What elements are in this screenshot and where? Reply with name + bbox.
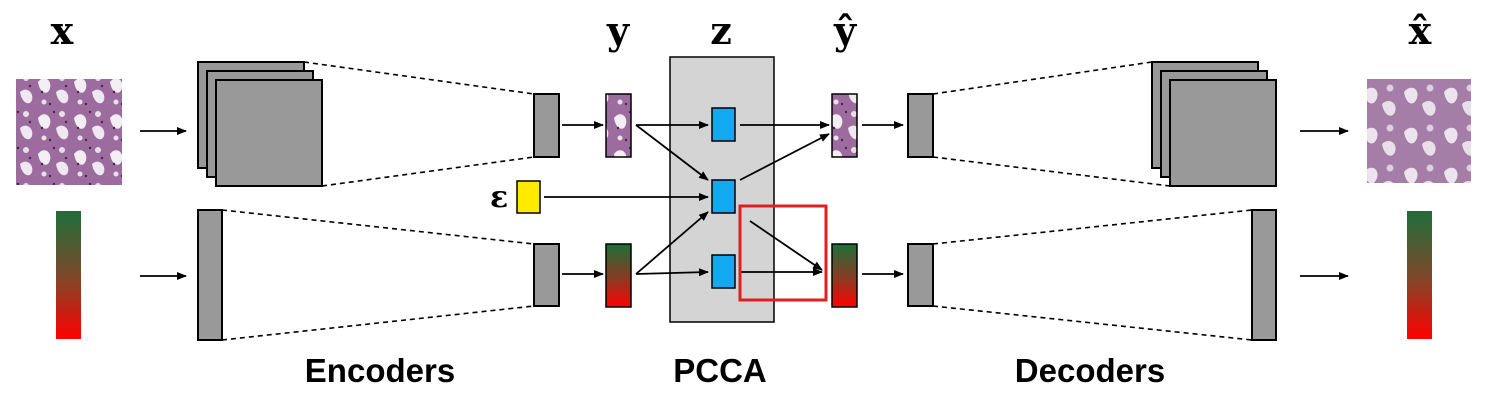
label-y: y <box>606 8 630 53</box>
label-z: z <box>710 8 732 53</box>
input-gradient-vector <box>56 211 81 339</box>
vector-encoder-input-layer <box>197 209 223 341</box>
image-encoder-output <box>533 93 560 158</box>
label-y-hat: ŷ <box>833 8 857 53</box>
decoder-funnel-top-upper <box>932 61 1153 95</box>
decoder-funnel-top-lower <box>932 156 1171 187</box>
section-label-decoders: Decoders <box>1015 352 1165 389</box>
decoder-funnel-bottom-upper <box>932 209 1253 245</box>
arrow-y-image-to-z-shared <box>635 124 709 181</box>
highlight-box <box>738 204 828 302</box>
z-latent-image <box>711 107 736 142</box>
z-latent-vector <box>711 254 736 289</box>
epsilon-label: ε <box>490 180 508 215</box>
vector-decoder-output-layer <box>1251 209 1277 341</box>
section-label-pcca: PCCA <box>673 352 767 389</box>
input-histology-image <box>16 79 122 185</box>
z-latent-shared <box>711 179 736 214</box>
label-x-hat: x̂ <box>1409 8 1432 53</box>
y-image-embedding <box>605 93 632 158</box>
encoder-funnel-bottom-upper <box>221 209 535 245</box>
encoder-funnel-top-upper <box>303 61 535 95</box>
label-x: x <box>51 8 74 53</box>
reconstructed-histology-image <box>1367 79 1471 183</box>
arrow-z-shared-to-y-hat-vector <box>749 220 823 271</box>
encoder-funnel-bottom-lower <box>221 305 535 341</box>
image-decoder-input <box>907 93 934 158</box>
vector-encoder-output <box>533 243 560 307</box>
epsilon-noise <box>516 180 541 214</box>
image-encoder-stack <box>197 61 323 187</box>
y-hat-image-embedding <box>831 93 858 158</box>
section-label-encoders: Encoders <box>305 352 455 389</box>
decoder-funnel-bottom-lower <box>932 305 1253 341</box>
vector-decoder-input <box>907 243 934 307</box>
y-hat-vector-embedding <box>831 243 858 308</box>
reconstructed-gradient-vector <box>1407 211 1432 339</box>
arrow-y-vector-to-z-shared <box>635 211 709 275</box>
y-vector-embedding <box>605 243 632 308</box>
image-decoder-stack <box>1151 61 1277 187</box>
arrow-z-shared-to-y-hat-image <box>739 133 830 181</box>
arrow-y-vector-to-z-vector <box>635 268 709 277</box>
